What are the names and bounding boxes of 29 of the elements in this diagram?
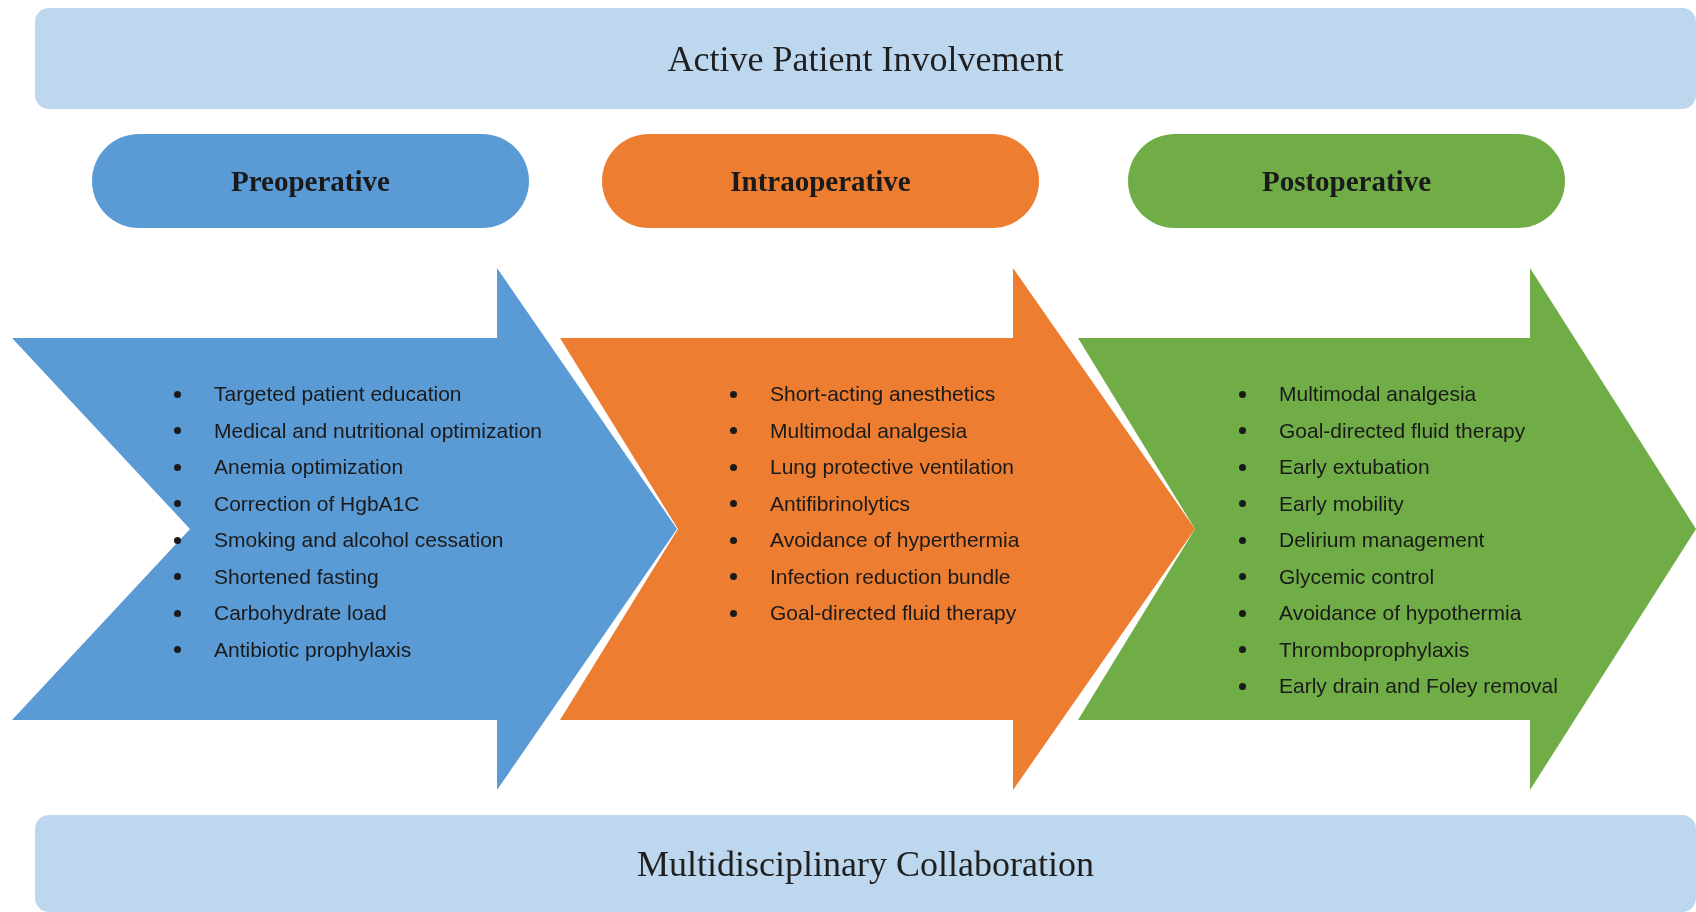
bullet-item: Medical and nutritional optimization bbox=[214, 417, 542, 444]
bullet-item: Anemia optimization bbox=[214, 454, 404, 480]
banner: Multidisciplinary Collaboration bbox=[35, 815, 1696, 912]
bullet-item: Antibiotic prophylaxis bbox=[214, 636, 412, 663]
bullet-item: Avoidance of hyperthermia bbox=[770, 527, 1020, 553]
bullet-item: Glycemic control bbox=[1279, 563, 1435, 590]
banner: Active Patient Involvement bbox=[35, 8, 1696, 109]
bullet-item: Lung protective ventilation bbox=[770, 454, 1014, 480]
bullet-item: Goal-directed fluid therapy bbox=[1279, 417, 1526, 444]
bullet-item: Delirium management bbox=[1279, 527, 1485, 553]
bullet-item: Infection reduction bundle bbox=[770, 563, 1011, 590]
bullet-item: Smoking and alcohol cessation bbox=[214, 527, 504, 553]
bullet-item: Avoidance of hypothermia bbox=[1279, 600, 1522, 626]
bullet-item: Early mobility bbox=[1279, 490, 1404, 517]
phase-pill: Preoperative bbox=[92, 134, 529, 228]
bullet-item: Thromboprophylaxis bbox=[1279, 636, 1470, 663]
bullet-item: Early drain and Foley removal bbox=[1279, 673, 1558, 699]
bullet-item: Correction of HgbA1C bbox=[214, 490, 420, 517]
bullet-item: Short-acting anesthetics bbox=[770, 381, 996, 407]
bullet-item: Shortened fasting bbox=[214, 563, 379, 590]
bullet-item: Multimodal analgesia bbox=[1279, 381, 1477, 407]
bullet-item: Carbohydrate load bbox=[214, 600, 387, 626]
bullet-item: Antifibrinolytics bbox=[770, 490, 911, 517]
bullet-item: Early extubation bbox=[1279, 454, 1430, 480]
bullet-item: Multimodal analgesia bbox=[770, 417, 968, 444]
bullet-item: Goal-directed fluid therapy bbox=[770, 600, 1017, 626]
phase-pill: Postoperative bbox=[1128, 134, 1565, 228]
bullet-item: Targeted patient education bbox=[214, 381, 462, 407]
phase-pill: Intraoperative bbox=[602, 134, 1039, 228]
